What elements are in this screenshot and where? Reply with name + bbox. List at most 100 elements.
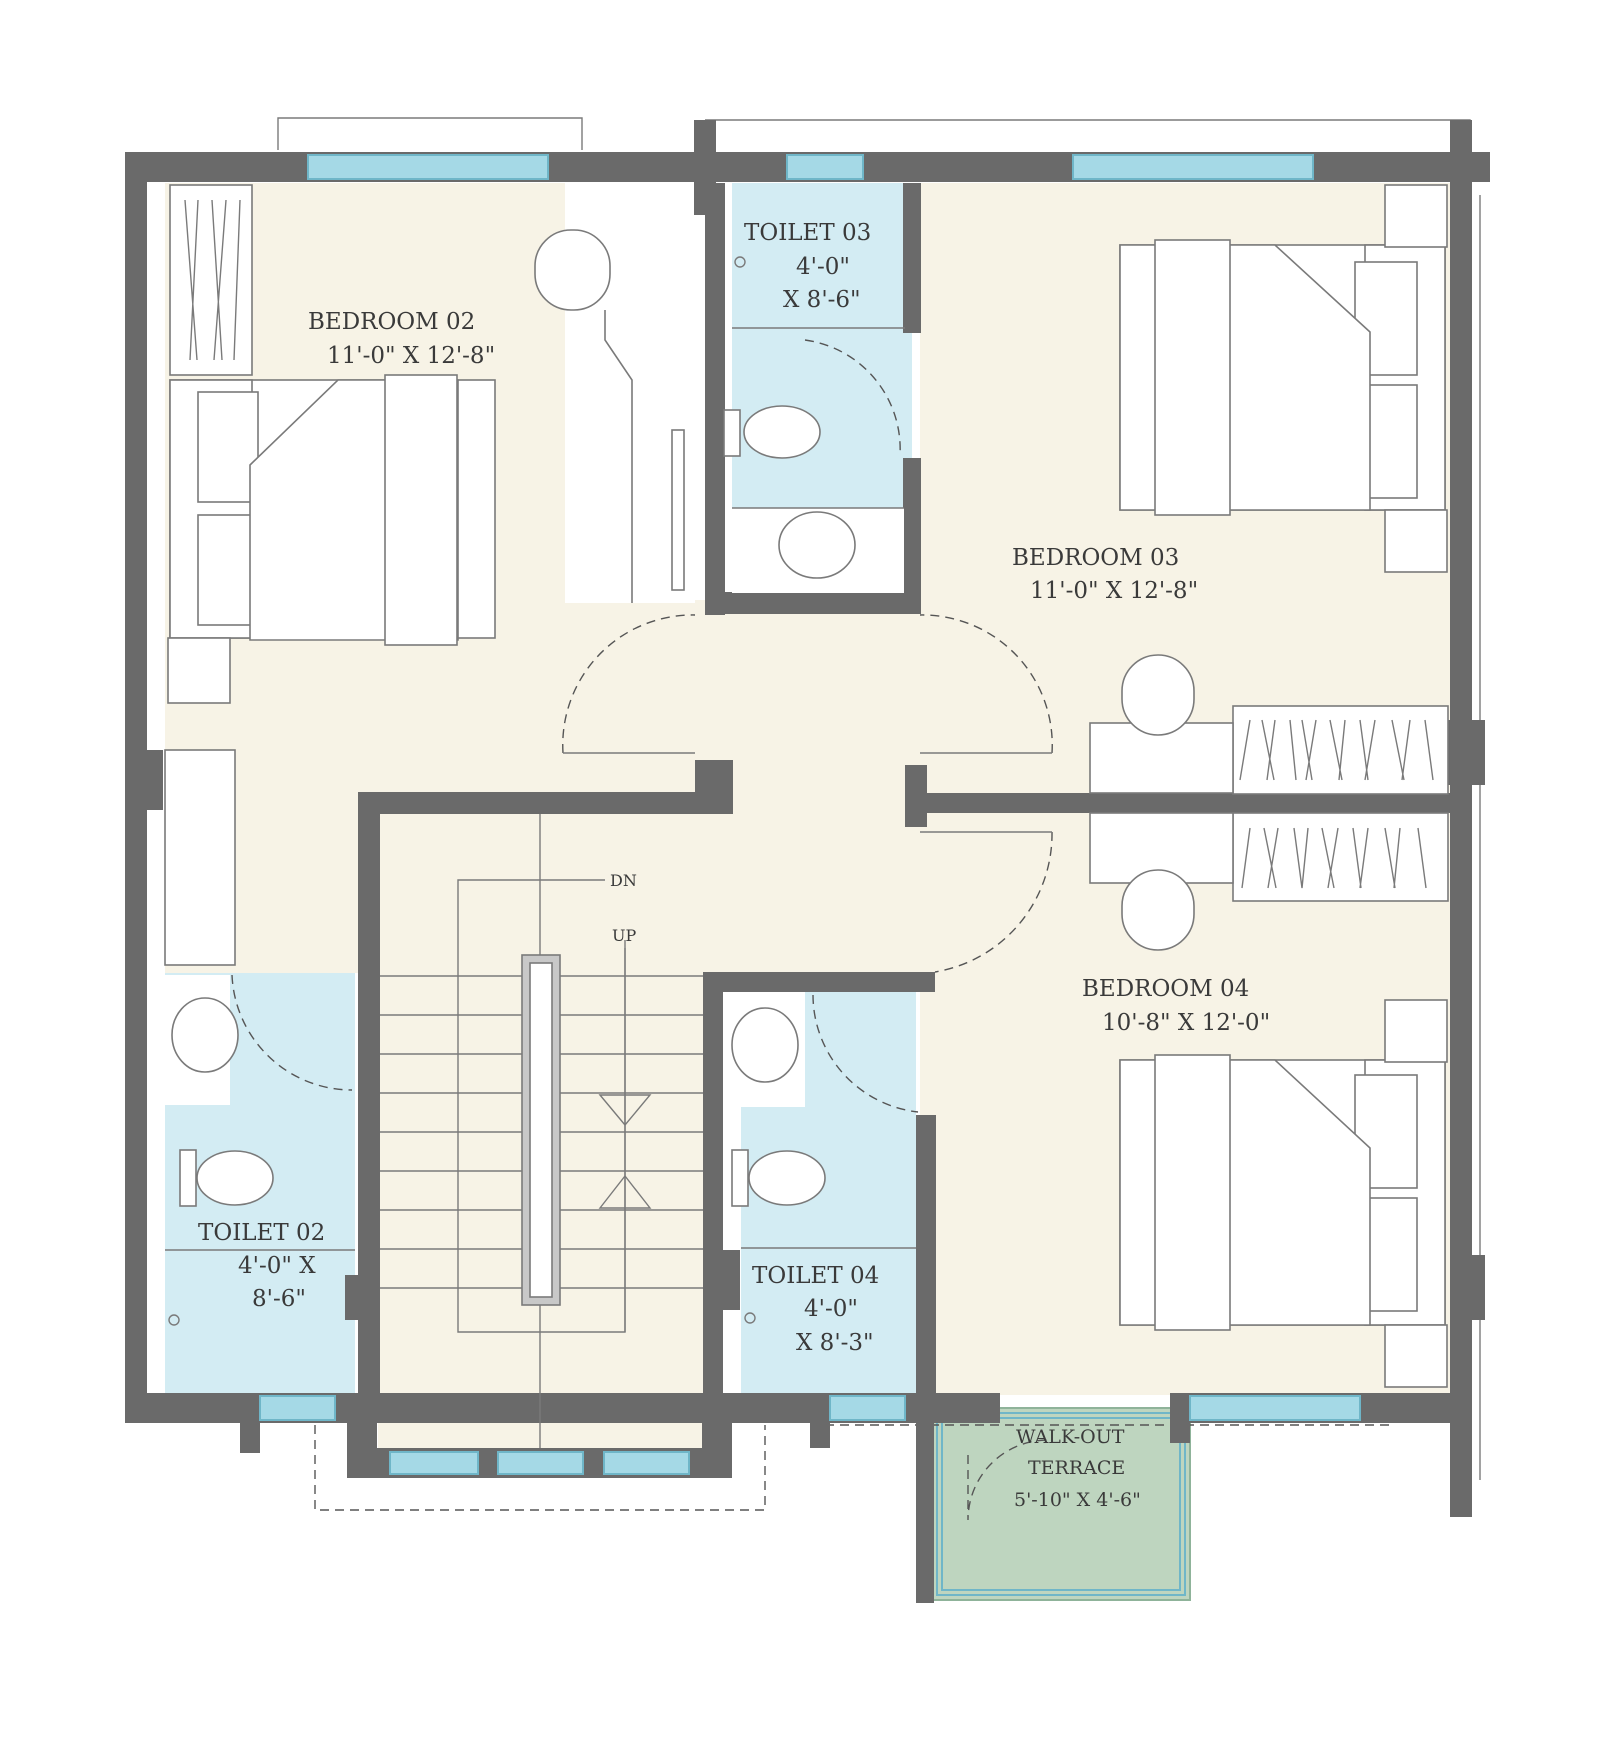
bedroom-02-furniture bbox=[164, 184, 685, 966]
toilet-03-wall-left bbox=[705, 183, 725, 615]
stair-handrail-inner bbox=[529, 962, 553, 1298]
wall-bottom-toilet04-pier bbox=[810, 1393, 830, 1448]
pillow-2-bedroom-02 bbox=[197, 514, 259, 626]
nightstand-bottom-bedroom-03 bbox=[1384, 509, 1448, 573]
bedroom-04-size: 10'-8" X 12'-0" bbox=[1102, 1010, 1270, 1036]
bedroom-04-furniture bbox=[1089, 812, 1449, 1388]
window-stair-3 bbox=[603, 1451, 690, 1475]
bedroom-03-furniture bbox=[1089, 184, 1449, 795]
toilet-03-fixtures bbox=[723, 256, 905, 593]
toilet-03-size-2: X 8'-6" bbox=[783, 287, 861, 313]
terrace-name-2: TERRACE bbox=[1028, 1457, 1125, 1479]
stair-wall-left bbox=[358, 792, 380, 1402]
nightstand-bottom-bedroom-04 bbox=[1384, 1324, 1448, 1388]
terrace-railing-outer bbox=[936, 1412, 1186, 1596]
duvet-fold-bedroom-04 bbox=[1154, 1054, 1231, 1331]
wardrobe-bedroom-02 bbox=[169, 184, 253, 376]
window-toilet-03 bbox=[786, 154, 864, 180]
duvet-fold-bedroom-02 bbox=[384, 374, 458, 646]
door-swing-toilet-02 bbox=[231, 974, 353, 1091]
terrace-name-1: WALK-OUT bbox=[1016, 1426, 1125, 1448]
counter-edge-bedroom-02 bbox=[604, 310, 633, 603]
wall-right-jog-2 bbox=[1450, 1255, 1485, 1320]
stair-wall-right bbox=[703, 972, 723, 1402]
window-stair-1 bbox=[389, 1451, 479, 1475]
window-stair-2 bbox=[497, 1451, 584, 1475]
terrace-wall-left bbox=[916, 1393, 934, 1603]
room-labels: BEDROOM 02 11'-0" X 12'-8" TOILET 03 4'-… bbox=[198, 220, 1270, 1511]
wall-right bbox=[1450, 152, 1472, 1517]
wc-tank-toilet-04 bbox=[731, 1149, 749, 1207]
bedroom-partition bbox=[905, 793, 1465, 813]
windows bbox=[259, 154, 1361, 1475]
toilet-03-wall-right-bottom bbox=[903, 458, 921, 614]
door-swing-bedroom-02 bbox=[562, 614, 696, 754]
nightstand-bedroom-02 bbox=[167, 637, 231, 704]
door-swing-toilet-03 bbox=[804, 339, 901, 456]
wc-tank-toilet-02 bbox=[179, 1149, 197, 1207]
toilet-04-wall-right bbox=[916, 1115, 936, 1405]
window-bedroom-04 bbox=[1189, 1395, 1361, 1421]
toilet-03-wall-right-top bbox=[903, 183, 921, 333]
stair-up-label: UP bbox=[612, 926, 636, 945]
stair-wall-top-pier bbox=[695, 760, 733, 812]
toilet-02-size-1: 4'-0" X bbox=[238, 1253, 316, 1279]
wardrobe-bedroom-03 bbox=[1232, 705, 1449, 795]
chair-bedroom-03 bbox=[1121, 654, 1195, 736]
bedroom-03-name: BEDROOM 03 bbox=[1012, 545, 1179, 571]
chajja-projection-bottom bbox=[314, 1425, 766, 1511]
washbasin-toilet-02 bbox=[171, 997, 239, 1073]
toilet-02-name: TOILET 02 bbox=[198, 1220, 325, 1246]
toilet-04-wall-top bbox=[703, 972, 935, 992]
mirror-bedroom-02 bbox=[671, 429, 685, 591]
pillow-1-bedroom-02 bbox=[197, 391, 259, 503]
shower-icon-toilet-02 bbox=[168, 1314, 180, 1326]
door-swing-bedroom-03 bbox=[919, 614, 1053, 754]
bedroom-03-size: 11'-0" X 12'-8" bbox=[1030, 578, 1198, 604]
wall-bottom-left-pier bbox=[240, 1393, 260, 1453]
walk-out-terrace-floor bbox=[931, 1407, 1191, 1601]
toilet-04-wall-left-jog bbox=[720, 1250, 740, 1310]
window-bedroom-02 bbox=[307, 154, 549, 180]
window-toilet-04 bbox=[829, 1395, 906, 1421]
lobby-floor bbox=[695, 600, 925, 980]
window-toilet-02 bbox=[259, 1395, 336, 1421]
wardrobe-hangers-icon-03 bbox=[1239, 719, 1434, 781]
toilet-03-size-1: 4'-0" bbox=[796, 254, 850, 280]
stair-down-label: DN bbox=[610, 871, 637, 890]
toilet-02-wall-right-jog bbox=[345, 1275, 365, 1320]
washbasin-toilet-04 bbox=[731, 1007, 799, 1083]
window-bedroom-03 bbox=[1072, 154, 1314, 180]
wardrobe-hangers-icon bbox=[184, 199, 241, 361]
toilet-03-name: TOILET 03 bbox=[744, 220, 871, 246]
nightstand-top-bedroom-04 bbox=[1384, 999, 1448, 1063]
shower-icon-toilet-03 bbox=[734, 256, 746, 268]
bedroom-02-size: 11'-0" X 12'-8" bbox=[327, 343, 495, 369]
terrace-size: 5'-10" X 4'-6" bbox=[1014, 1489, 1141, 1511]
shower-icon-toilet-04 bbox=[744, 1312, 756, 1324]
door-swing-toilet-04 bbox=[812, 994, 919, 1113]
chair-bedroom-04 bbox=[1121, 869, 1195, 951]
toilet-04-size-2: X 8'-3" bbox=[796, 1330, 874, 1356]
cabinet-bedroom-02 bbox=[164, 749, 236, 966]
slab-projection-top bbox=[705, 119, 1471, 150]
toilet-03-wall-bottom bbox=[705, 592, 920, 614]
stair-wall-top bbox=[358, 792, 733, 814]
door-swing-bedroom-04 bbox=[934, 831, 1053, 973]
toilet-04-name: TOILET 04 bbox=[752, 1263, 879, 1289]
door-swing-terrace bbox=[967, 1439, 1051, 1521]
washbasin-toilet-03 bbox=[778, 511, 856, 579]
staircase bbox=[380, 814, 703, 1448]
wc-tank-toilet-03 bbox=[723, 409, 741, 457]
wardrobe-bedroom-04 bbox=[1232, 812, 1449, 902]
balcony-projection-top bbox=[277, 117, 583, 150]
duvet-fold-bedroom-03 bbox=[1154, 239, 1231, 516]
terrace-railing-inner bbox=[941, 1417, 1181, 1591]
doors bbox=[562, 614, 1053, 1521]
toilet-02-fixtures bbox=[165, 974, 355, 1326]
toilet-04-size-1: 4'-0" bbox=[804, 1296, 858, 1322]
wardrobe-hangers-icon-04 bbox=[1241, 827, 1427, 889]
wall-left-jog bbox=[125, 750, 163, 810]
toilet-04-fixtures bbox=[725, 992, 919, 1324]
